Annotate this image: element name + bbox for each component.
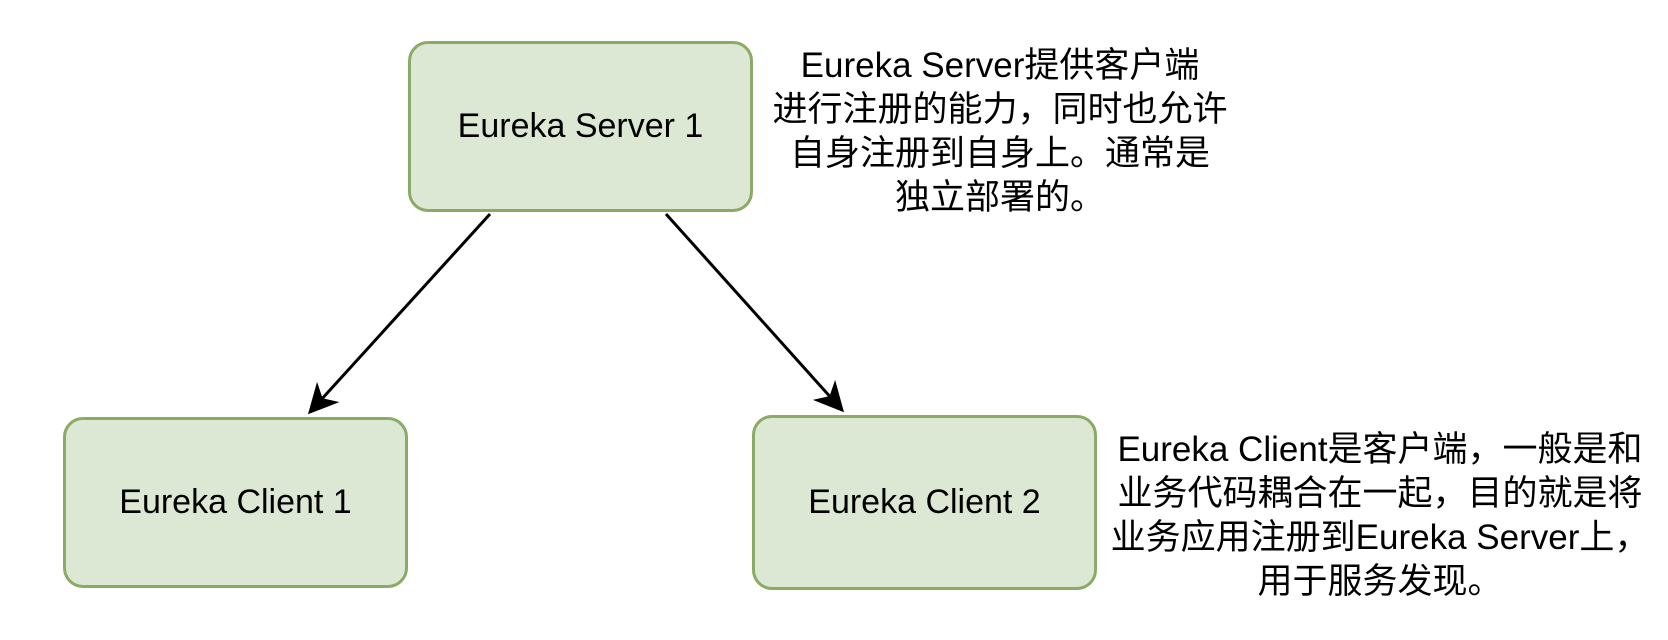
client-note: Eureka Client是客户端，一般是和 业务代码耦合在一起，目的就是将 业…	[1080, 428, 1668, 604]
note-line: Eureka Server提供客户端	[800, 46, 1200, 85]
note-line: Eureka Client是客户端，一般是和	[1117, 430, 1643, 469]
note-line: 业务应用注册到Eureka Server上，	[1110, 518, 1650, 557]
node-eureka-client-1: Eureka Client 1	[63, 417, 408, 588]
arrow-server1-to-client2	[664, 212, 845, 413]
node-label: Eureka Server 1	[457, 106, 704, 145]
node-eureka-server-1: Eureka Server 1	[408, 41, 753, 212]
note-line: 业务代码耦合在一起，目的就是将	[1117, 474, 1643, 513]
node-eureka-client-2: Eureka Client 2	[752, 415, 1097, 590]
node-label: Eureka Client 1	[119, 482, 352, 521]
note-line: 进行注册的能力，同时也允许	[772, 90, 1228, 129]
arrow-server1-to-client1	[307, 212, 492, 415]
note-line: 独立部署的。	[894, 178, 1105, 217]
server-note: Eureka Server提供客户端 进行注册的能力，同时也允许 自身注册到自身…	[700, 44, 1300, 220]
note-line: 用于服务发现。	[1257, 562, 1503, 601]
node-label: Eureka Client 2	[808, 482, 1041, 521]
note-line: 自身注册到自身上。通常是	[789, 134, 1210, 173]
